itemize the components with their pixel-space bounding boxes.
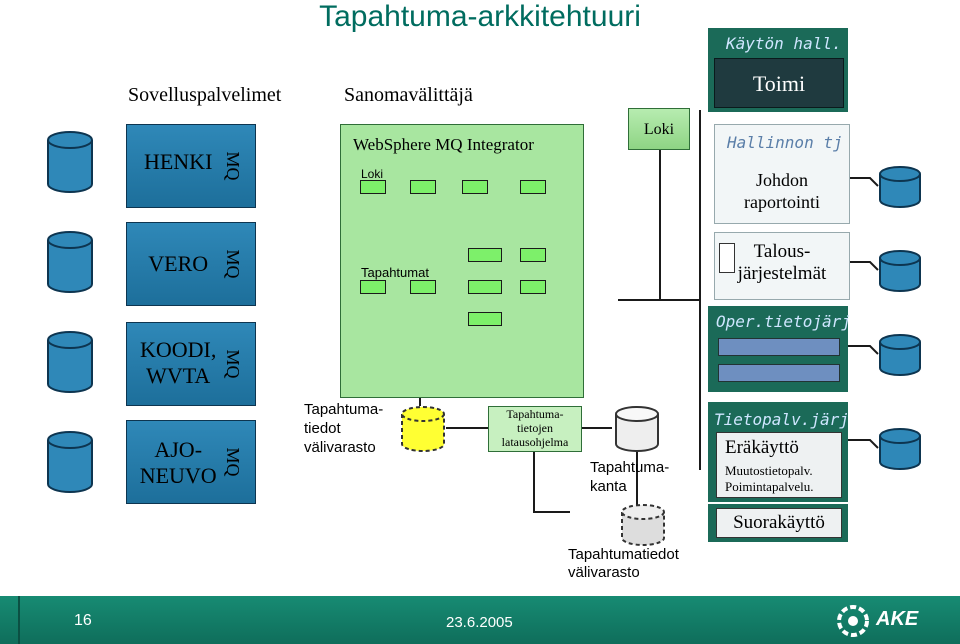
- tapahtumat-node-3: [468, 248, 502, 262]
- system-henki-mq: MQ: [222, 151, 243, 181]
- johdon-label: Johdon raportointi: [744, 170, 820, 212]
- system-koodi-label: KOODI, WVTA: [140, 337, 217, 388]
- kanta-label: Tapahtuma- kanta: [590, 459, 670, 495]
- tapahtumat-node-7: [520, 280, 546, 294]
- toimi-label: Toimi: [752, 71, 806, 96]
- broker-loki-label: Loki: [361, 167, 384, 181]
- kaytto-label: Käytön hall.: [726, 34, 842, 53]
- system-ajoneuvo-mq: MQ: [222, 447, 243, 477]
- system-koodi-mq: MQ: [222, 349, 243, 379]
- ake-logo-icon: [837, 605, 869, 637]
- system-vero-mq: MQ: [222, 249, 243, 279]
- sovelluspalvelimet-header: Sovelluspalvelimet: [128, 84, 282, 106]
- broker-tapahtumat-label: Tapahtumat: [361, 265, 429, 280]
- suorakaytto-panel: Suorakäyttö: [708, 504, 848, 542]
- oper-item-1: [718, 338, 840, 356]
- talous-panel: Talous- järjestelmät: [714, 232, 850, 300]
- erakaytto-box: Eräkäyttö Muutostietopalv. Poimintapalve…: [716, 432, 842, 498]
- suorakaytto-box: Suorakäyttö: [716, 508, 842, 538]
- tapahtumat-node-1: [360, 280, 386, 294]
- loki-node-4: [520, 180, 546, 194]
- system-henki: HENKI MQ: [126, 124, 256, 208]
- footer-date: 23.6.2005: [446, 614, 513, 631]
- lataus-label: Tapahtuma- tietojen latausohjelma: [501, 407, 569, 449]
- websphere-broker: WebSphere MQ Integrator Loki Tapahtumat: [340, 124, 584, 398]
- oper-item-2: [718, 364, 840, 382]
- hallinnon-panel: Hallinnon tj Johdon raportointi: [714, 124, 850, 224]
- tapahtumat-node-4: [468, 280, 502, 294]
- kaytto-panel: Käytön hall. Toimi: [708, 28, 848, 112]
- loki-node-3: [462, 180, 488, 194]
- loki-node-1: [360, 180, 386, 194]
- muutos-label: Muutostietopalv.: [725, 463, 813, 478]
- erakaytto-label: Eräkäyttö: [725, 437, 799, 458]
- broker-title: WebSphere MQ Integrator: [353, 135, 534, 154]
- system-koodi: KOODI, WVTA MQ: [126, 322, 256, 406]
- tapahtumat-node-2: [410, 280, 436, 294]
- loki-box-label: Loki: [643, 121, 675, 138]
- footer-page-number: 16: [74, 612, 92, 629]
- kanta-cylinder: [615, 406, 659, 452]
- valivarasto1-cylinder: [401, 406, 445, 452]
- system-vero-label: VERO: [148, 251, 209, 276]
- tietopalv-label: Tietopalv.järj: [714, 410, 849, 429]
- system-vero: VERO MQ: [126, 222, 256, 306]
- talous-label: Talous- järjestelmät: [737, 241, 827, 284]
- suorakaytto-label: Suorakäyttö: [733, 512, 825, 533]
- loki-box: Loki: [628, 108, 690, 150]
- system-henki-label: HENKI: [143, 149, 213, 174]
- system-ajoneuvo: AJO- NEUVO MQ: [126, 420, 256, 504]
- toimi-box: Toimi: [714, 58, 844, 108]
- sanomavalittaja-header: Sanomavälittäjä: [344, 84, 473, 106]
- system-databases: [47, 131, 93, 493]
- tapahtumat-node-6: [520, 248, 546, 262]
- footer-bar: 16 23.6.2005 AKE: [0, 596, 960, 644]
- valivarasto2-label: Tapahtumatiedot välivarasto: [568, 546, 679, 581]
- loki-node-2: [410, 180, 436, 194]
- footer-divider: [18, 596, 20, 644]
- valivarasto2-cylinder: [621, 504, 665, 546]
- hallinnon-label: Hallinnon tj: [727, 133, 843, 152]
- tietopalv-panel: Tietopalv.järj Eräkäyttö Muutostietopalv…: [708, 402, 849, 502]
- right-databases: [879, 166, 921, 470]
- talous-marker: [719, 243, 735, 273]
- poiminta-label: Poimintapalvelu.: [725, 479, 814, 494]
- page-title: Tapahtuma-arkkitehtuuri: [319, 0, 641, 33]
- footer-brand: AKE: [876, 608, 919, 630]
- lataus-box: Tapahtuma- tietojen latausohjelma: [488, 406, 582, 452]
- valivarasto1-label: Tapahtuma- tiedot välivarasto: [304, 401, 384, 456]
- tapahtumat-node-5: [468, 312, 502, 326]
- system-ajoneuvo-label: AJO- NEUVO: [139, 437, 217, 488]
- oper-label: Oper.tietojärj: [716, 312, 851, 331]
- oper-panel: Oper.tietojärj: [708, 306, 851, 392]
